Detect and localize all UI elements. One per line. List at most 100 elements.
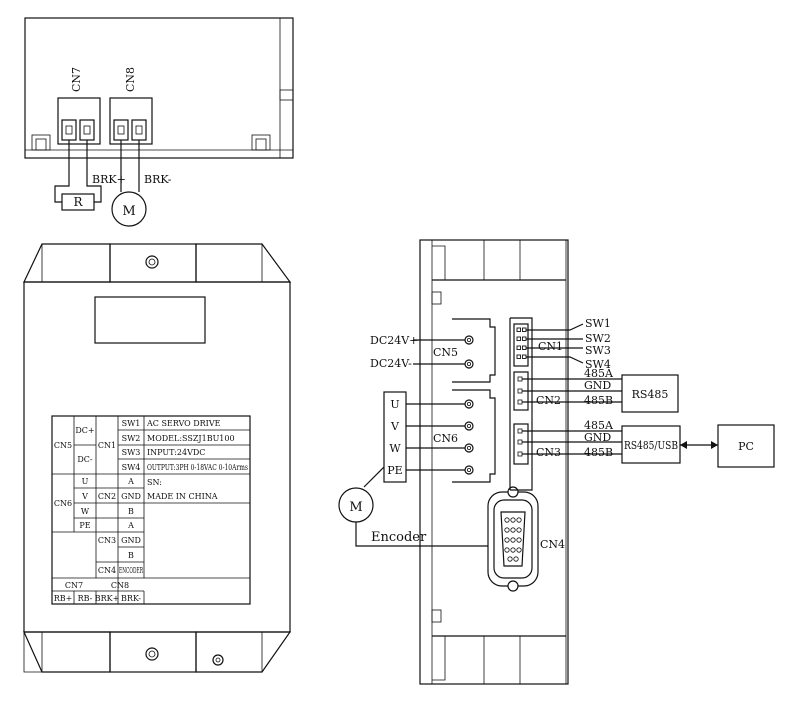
label-info-4: OUTPUT:3PH 0-18VAC 0-10Arms — [147, 463, 248, 472]
rs485-usb-label: RS485/USB — [624, 439, 678, 452]
label-cn3-gnd: GND — [121, 536, 141, 545]
sw3-label: SW3 — [585, 344, 611, 357]
cn4-label: CN4 — [540, 538, 565, 551]
front-bottom-screw — [212, 654, 224, 666]
front-top-right-tab — [195, 243, 292, 283]
brake-motor-symbol — [111, 191, 147, 227]
cn7-connector — [57, 97, 101, 145]
front-top-mount-hole — [145, 255, 159, 269]
sw1-label: SW1 — [585, 317, 611, 330]
side-view: CN5 DC24V+ DC24V- CN6 U V W PE M Encoder — [338, 239, 775, 685]
label-info-3: INPUT:24VDC — [147, 448, 205, 457]
front-view: CN5 DC+ DC- CN1 SW1 SW2 SW3 SW4 AC SERVO… — [23, 243, 292, 673]
top-view-side-tab — [279, 89, 294, 101]
cn3-485b-label: 485B — [584, 446, 613, 459]
label-cn7: CN7 — [65, 581, 83, 590]
label-sw2: SW2 — [122, 434, 141, 443]
sw2-label: SW2 — [585, 332, 611, 345]
rs485-label: RS485 — [632, 388, 669, 401]
label-dc-minus: DC- — [77, 455, 93, 464]
front-bottom-center-tab — [109, 631, 197, 673]
cn3-block — [513, 423, 529, 465]
cn2-gnd-label: GND — [584, 379, 611, 392]
label-encoder: ENCODER — [119, 566, 144, 575]
cn8-connector — [109, 97, 153, 145]
label-cn2-a: A — [127, 477, 134, 486]
top-view: CN7 CN8 R BRK+ BRK- M — [24, 17, 294, 227]
motor-v-label: V — [390, 420, 400, 433]
label-cn3: CN3 — [98, 536, 116, 545]
label-cn8: CN8 — [111, 581, 129, 590]
label-rb-minus: RB- — [78, 594, 93, 603]
top-view-housing — [24, 17, 294, 159]
pc-link-arrow-left — [680, 441, 687, 449]
front-bottom-mount-hole — [145, 647, 159, 661]
encoder-label: Encoder — [371, 530, 427, 545]
cn6-label: CN6 — [433, 432, 458, 445]
label-brk-plus: BRK+ — [95, 594, 120, 603]
cn5-label: CN5 — [433, 346, 458, 359]
label-sw4: SW4 — [122, 463, 141, 472]
label-cn6: CN6 — [54, 499, 72, 508]
cn3-label: CN3 — [536, 446, 561, 459]
cn5-block — [452, 318, 496, 383]
pc-device — [717, 424, 775, 468]
dc24v-minus-label: DC24V- — [370, 357, 412, 370]
cn6-block — [452, 389, 496, 483]
label-cn4: CN4 — [98, 566, 116, 575]
label-w: W — [81, 507, 90, 516]
rs485-device — [621, 374, 679, 413]
label-cn3-a: A — [127, 521, 134, 530]
top-view-right-lug — [251, 134, 271, 151]
brake-motor-label: M — [122, 204, 135, 219]
front-bottom-right-tab — [195, 631, 292, 673]
label-cn1: CN1 — [98, 441, 116, 450]
side-outer-frame — [419, 239, 569, 685]
label-info-2: MODEL:SSZJ1BU100 — [147, 434, 235, 443]
motor-terminal-strip — [383, 391, 407, 483]
top-view-left-lug — [31, 134, 51, 151]
front-top-left-tab — [23, 243, 111, 283]
front-bottom-left-tab — [23, 631, 111, 673]
dc24v-plus-label: DC24V+ — [370, 334, 418, 347]
label-brk-minus: BRK- — [121, 594, 141, 603]
label-info-5: SN: — [147, 478, 162, 487]
cn2-485b-label: 485B — [584, 394, 613, 407]
brk-minus-label: BRK- — [144, 173, 172, 186]
label-sw3: SW3 — [122, 448, 141, 457]
motor-u-label: U — [390, 398, 399, 411]
label-table: CN5 DC+ DC- CN1 SW1 SW2 SW3 SW4 AC SERVO… — [51, 415, 251, 605]
label-sw1: SW1 — [122, 419, 141, 428]
label-v: V — [81, 492, 88, 501]
pc-link-arrow-right — [711, 441, 718, 449]
pc-label: PC — [738, 440, 754, 453]
motor-w-label: W — [389, 442, 401, 455]
label-info-1: AC SERVO DRIVE — [146, 419, 221, 428]
cn1-switch-block — [513, 323, 529, 367]
label-pe: PE — [79, 521, 90, 530]
label-dc-plus: DC+ — [75, 426, 94, 435]
label-table-frame — [51, 415, 251, 605]
resistor-label: R — [73, 195, 83, 209]
label-cn2-gnd: GND — [121, 492, 141, 501]
cn3-gnd-label: GND — [584, 431, 611, 444]
label-cn2-b: B — [128, 507, 134, 516]
front-display-window — [94, 296, 206, 344]
sw4-label: SW4 — [585, 358, 611, 371]
cn2-485a-label: 485A — [584, 367, 614, 380]
motor-pe-label: PE — [387, 464, 402, 477]
cn4-db-connector — [487, 486, 539, 592]
label-info-6: MADE IN CHINA — [147, 492, 218, 501]
front-top-center-tab — [109, 243, 197, 283]
brk-plus-label: BRK+ — [92, 173, 126, 186]
cn1-label: CN1 — [538, 340, 563, 353]
label-cn2: CN2 — [98, 492, 116, 501]
cn3-485a-label: 485A — [584, 419, 614, 432]
brake-resistor — [61, 193, 95, 211]
label-cn3-b: B — [128, 551, 134, 560]
label-u: U — [82, 477, 89, 486]
label-cn5: CN5 — [54, 441, 72, 450]
cn7-label: CN7 — [70, 67, 83, 92]
